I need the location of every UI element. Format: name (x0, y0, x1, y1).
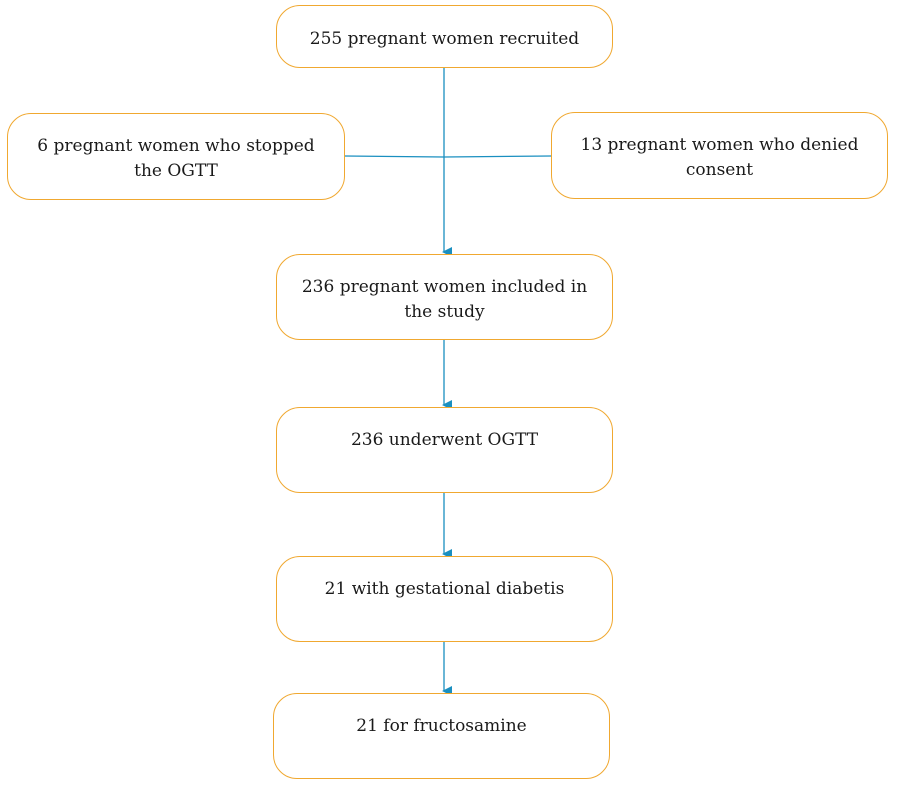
included-box: 236 pregnant women included in the study (276, 254, 613, 340)
denied-consent-text: 13 pregnant women who denied consent (580, 135, 859, 180)
gestational-diabetes-box: 21 with gestational diabetis (276, 556, 613, 642)
underwent-ogtt-box: 236 underwent OGTT (276, 407, 613, 493)
recruited-text: 255 pregnant women recruited (309, 29, 580, 49)
left-exclusion-connector (344, 155, 445, 158)
underwent-ogtt-text: 236 underwent OGTT (350, 430, 539, 450)
included-text: 236 pregnant women included in the study (301, 277, 588, 322)
recruited-box: 255 pregnant women recruited (276, 5, 613, 68)
stopped-ogtt-text: 6 pregnant women who stopped the OGTT (37, 136, 315, 181)
denied-consent-box: 13 pregnant women who denied consent (551, 112, 888, 199)
fructosamine-box: 21 for fructosamine (273, 693, 610, 779)
stopped-ogtt-box: 6 pregnant women who stopped the OGTT (7, 113, 345, 200)
gestational-diabetes-text: 21 with gestational diabetis (324, 579, 565, 599)
fructosamine-text: 21 for fructosamine (356, 716, 527, 736)
right-exclusion-connector (443, 155, 552, 158)
